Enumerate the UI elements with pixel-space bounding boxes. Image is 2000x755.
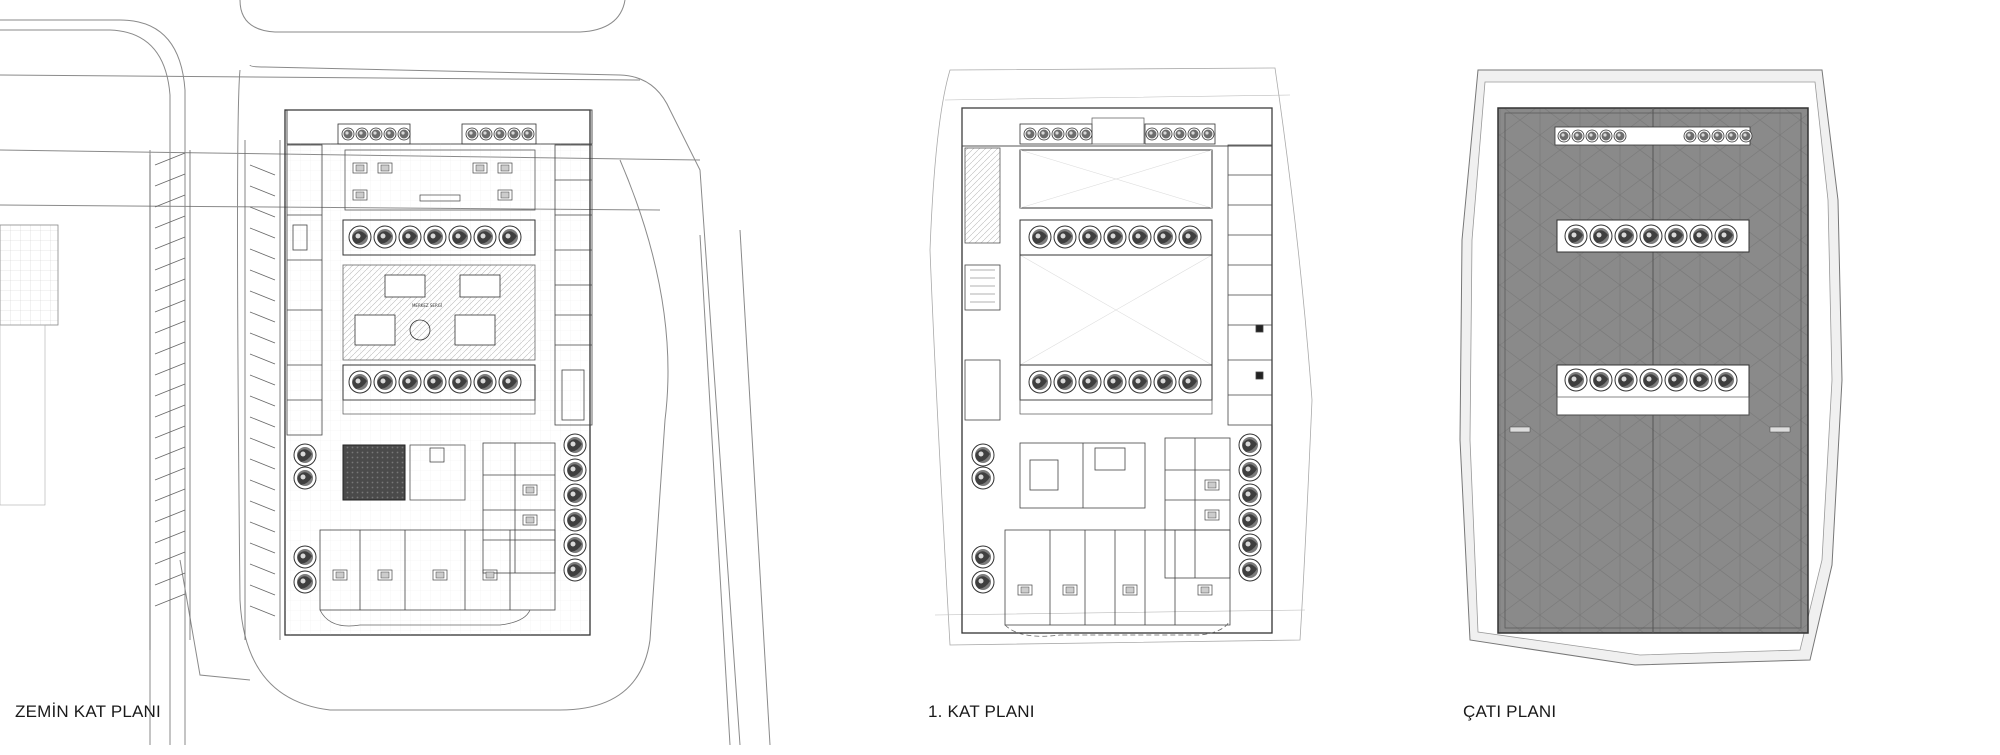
parking-stall-line xyxy=(154,215,186,229)
parking-stall-line xyxy=(154,404,186,418)
ground-lower-units xyxy=(319,442,556,611)
parking-stall-line xyxy=(154,194,186,208)
parking-stall-line xyxy=(249,290,276,302)
parking-stall-line xyxy=(249,416,276,428)
parking-stall-line xyxy=(249,269,276,281)
ground-lobby-furniture xyxy=(352,162,513,202)
roof-top-tree-strip xyxy=(1554,126,1753,146)
parking-stall-line xyxy=(249,332,276,344)
parking-stall-line xyxy=(154,320,186,334)
parking-stall-line xyxy=(249,227,276,239)
first-atrium-voids xyxy=(1019,149,1213,366)
parking-stall-line xyxy=(154,152,186,166)
parking-stall-line xyxy=(154,509,186,523)
parking-stall-line xyxy=(249,479,276,491)
parking-stall-line xyxy=(249,206,276,218)
parking-stall-line xyxy=(249,311,276,323)
parking-stall-line xyxy=(249,542,276,554)
parking-stall-line xyxy=(249,374,276,386)
parking-stall-line xyxy=(249,164,276,176)
parking-stall-line xyxy=(154,299,186,313)
first-tree-bar-2 xyxy=(1019,364,1213,415)
parking-stall-line xyxy=(154,383,186,397)
parking-stall-line xyxy=(154,530,186,544)
ground-tree-bar-2 xyxy=(342,364,536,415)
first-floor-plan-title: 1. KAT PLANI xyxy=(928,702,1035,721)
roof-skylight-2 xyxy=(1556,364,1750,416)
first-right-offices xyxy=(1227,144,1273,426)
parking-stall-line xyxy=(154,236,186,250)
parking-stall-line xyxy=(249,584,276,596)
ground-exhibition-zone xyxy=(342,264,536,361)
parking-stall-line xyxy=(154,488,186,502)
first-lower-units xyxy=(1004,437,1231,626)
parking-stall-line xyxy=(154,278,186,292)
parking-stall-line xyxy=(154,341,186,355)
ground-left-service xyxy=(286,144,323,436)
ground-tree-bar-1 xyxy=(342,219,536,256)
parking-stall-line xyxy=(249,185,276,197)
parking-stall-line xyxy=(249,521,276,533)
parking-stall-line xyxy=(249,458,276,470)
parking-stall-line xyxy=(154,257,186,271)
parking-stall-line xyxy=(249,605,276,617)
first-site-outline xyxy=(929,67,1313,646)
roof-plan-title: ÇATI PLANI xyxy=(1463,702,1557,721)
first-building-outline xyxy=(961,107,1273,634)
parking-stall-line xyxy=(249,395,276,407)
first-side-trees xyxy=(971,433,1262,594)
parking-stall-line xyxy=(154,425,186,439)
ground-floor-plan: MERKEZ SERGİ xyxy=(0,0,771,746)
parking-strip xyxy=(149,140,281,650)
roof-skylight-1 xyxy=(1556,219,1750,253)
ground-dark-courtyard xyxy=(342,444,406,501)
parking-stall-line xyxy=(249,500,276,512)
ground-right-offices xyxy=(554,144,593,426)
ground-exhibition-furniture: MERKEZ SERGİ xyxy=(354,274,501,346)
first-top-tree-row xyxy=(1019,117,1216,145)
parking-stall-line xyxy=(249,353,276,365)
ground-top-tree-row xyxy=(337,123,537,145)
parking-stall-line xyxy=(154,467,186,481)
ground-floor-plan-title: ZEMİN KAT PLANI xyxy=(15,702,161,721)
parking-stall-line xyxy=(154,593,186,607)
adjacent-building-grid xyxy=(0,224,59,326)
parking-stall-line xyxy=(154,551,186,565)
parking-stall-line xyxy=(249,563,276,575)
parking-stall-line xyxy=(154,572,186,586)
parking-stall-line xyxy=(249,437,276,449)
ground-center-label: MERKEZ SERGİ xyxy=(412,303,442,308)
parking-stall-line xyxy=(154,446,186,460)
parking-stall-line xyxy=(154,362,186,376)
first-floor-plan xyxy=(929,67,1313,646)
first-left-core xyxy=(964,147,1001,421)
roof-plan xyxy=(1459,69,1843,666)
parking-stall-line xyxy=(154,173,186,187)
parking-stall-line xyxy=(249,248,276,260)
first-tree-bar-1 xyxy=(1019,219,1213,256)
